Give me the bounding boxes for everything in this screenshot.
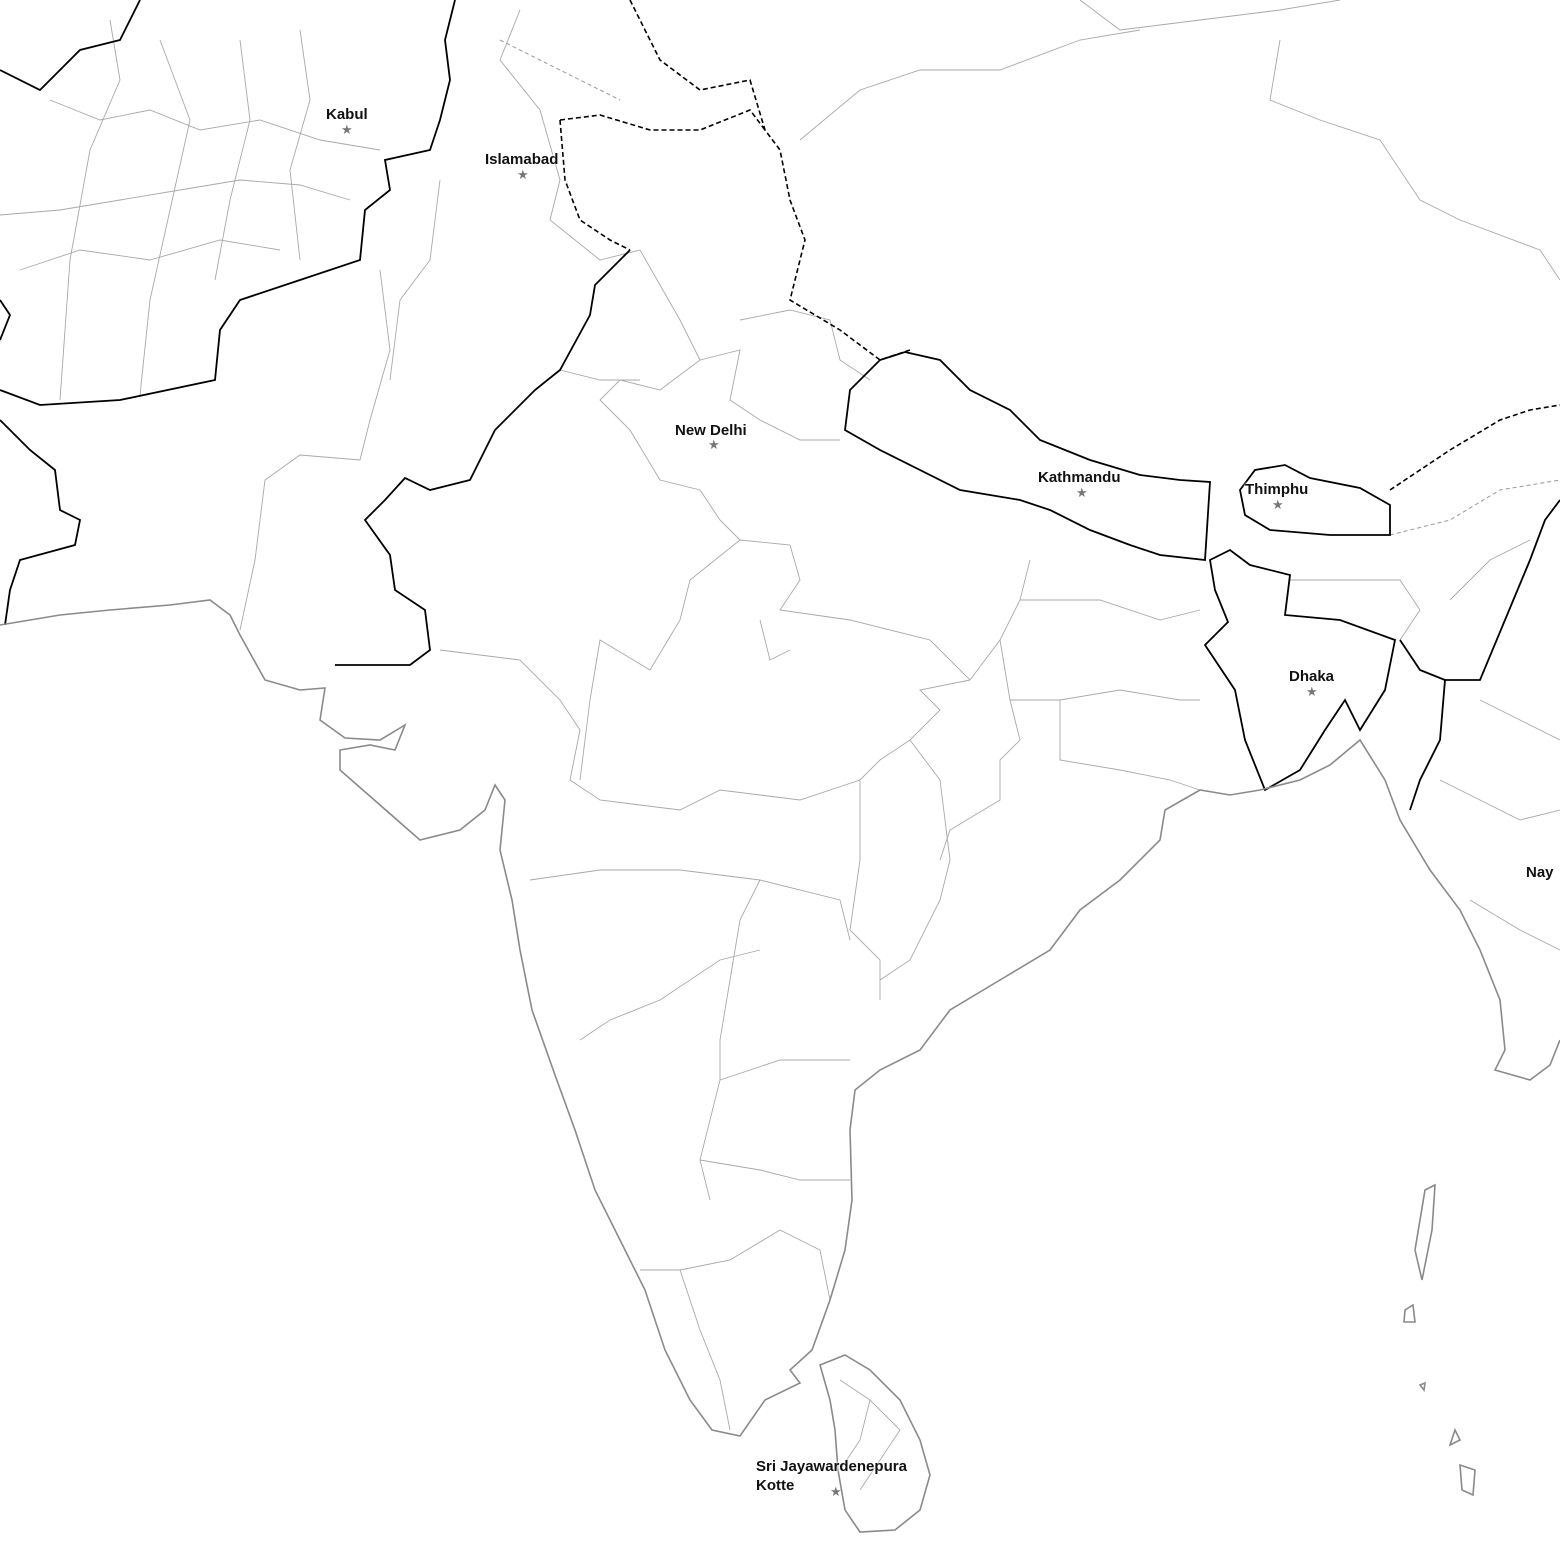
city-label-kathmandu: Kathmandu: [1038, 469, 1121, 486]
coastline: [0, 599, 1560, 1533]
city-label-new-delhi: New Delhi: [675, 422, 747, 439]
capital-star-icon: ★: [830, 1484, 842, 1499]
city-label-dhaka: Dhaka: [1289, 668, 1335, 685]
city-label-sri-jayawardenepura-kotte: Sri Jayawardenepura Kotte: [756, 1457, 907, 1495]
city-label-line-2: Kotte: [756, 1477, 795, 1494]
capital-star-icon: ★: [1272, 497, 1284, 512]
capital-star-icon: ★: [708, 437, 720, 452]
capital-star-icon: ★: [341, 122, 353, 137]
capital-star-icon: ★: [1306, 684, 1318, 699]
international-boundaries: [0, 0, 1560, 811]
admin-boundaries: [0, 0, 1560, 1491]
disputed-boundaries: [499, 0, 1560, 536]
city-label-nay-pyi-taw: Nay: [1526, 864, 1554, 881]
city-label-islamabad: Islamabad: [485, 151, 559, 168]
city-label-thimphu: Thimphu: [1245, 481, 1309, 498]
capital-star-icon: ★: [1076, 485, 1088, 500]
city-label-line-1: Sri Jayawardenepura: [756, 1458, 907, 1475]
capital-star-icon: ★: [517, 167, 529, 182]
city-label-kabul: Kabul: [326, 106, 368, 123]
